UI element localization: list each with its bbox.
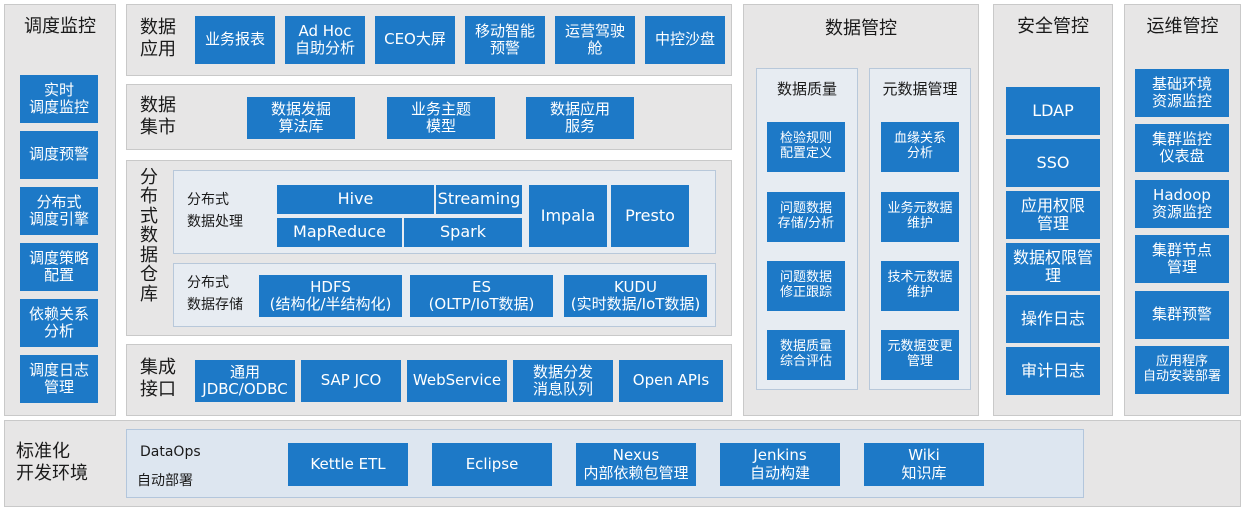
security-sso: SSO — [1006, 139, 1100, 187]
data-quality-storage: 问题数据 存储/分析 — [767, 192, 845, 242]
security-audit-log: 审计日志 — [1006, 347, 1100, 395]
scheduling-title: 调度监控 — [24, 16, 96, 37]
devenv-deploy: 自动部署 — [137, 473, 193, 489]
ops-cluster-dashboard: 集群监控 仪表盘 — [1135, 124, 1229, 172]
data-quality-tracking: 问题数据 修正跟踪 — [767, 261, 845, 311]
data-governance-title: 数据管控 — [825, 18, 897, 39]
data-app-business-report: 业务报表 — [195, 16, 275, 64]
data-mart-subject-model: 业务主题 模型 — [387, 97, 495, 139]
integration-sap-jco: SAP JCO — [301, 360, 401, 402]
data-mart-mining: 数据发掘 算法库 — [247, 97, 355, 139]
warehouse-es: ES (OLTP/IoT数据) — [410, 275, 553, 317]
data-app-sandbox: 中控沙盘 — [645, 16, 725, 64]
warehouse-title: 分 布 式 数 据 仓 库 — [140, 167, 158, 305]
ops-title: 运维管控 — [1146, 16, 1219, 37]
data-mart-app-service: 数据应用 服务 — [526, 97, 634, 139]
devenv-eclipse: Eclipse — [432, 443, 552, 486]
data-app-mobile-alert: 移动智能 预警 — [465, 16, 545, 64]
data-mart-title: 数据 集市 — [140, 95, 176, 138]
warehouse-processing-label: 分布式 数据处理 — [187, 192, 243, 230]
ops-env-monitor: 基础环境 资源监控 — [1135, 69, 1229, 117]
data-quality-evaluation: 数据质量 综合评估 — [767, 330, 845, 380]
ops-hadoop-monitor: Hadoop 资源监控 — [1135, 180, 1229, 228]
warehouse-storage-label: 分布式 数据存储 — [187, 275, 243, 313]
security-operation-log: 操作日志 — [1006, 295, 1100, 343]
data-app-title: 数据 应用 — [140, 17, 176, 60]
scheduling-realtime-monitor: 实时 调度监控 — [20, 75, 98, 123]
data-app-adhoc: Ad Hoc 自助分析 — [285, 16, 365, 64]
devenv-wiki: Wiki 知识库 — [864, 443, 984, 486]
warehouse-spark: Spark — [404, 218, 522, 247]
warehouse-mapreduce: MapReduce — [277, 218, 402, 247]
warehouse-hive: Hive — [277, 185, 434, 214]
devenv-nexus: Nexus 内部依赖包管理 — [576, 443, 696, 486]
ops-node-management: 集群节点 管理 — [1135, 235, 1229, 283]
integration-open-apis: Open APIs — [619, 360, 723, 402]
devenv-jenkins: Jenkins 自动构建 — [720, 443, 840, 486]
scheduling-alert: 调度预警 — [20, 131, 98, 179]
data-app-cockpit: 运营驾驶 舱 — [555, 16, 635, 64]
devenv-title: 标准化 开发环境 — [16, 441, 88, 484]
integration-jdbc: 通用 JDBC/ODBC — [195, 360, 295, 402]
warehouse-impala: Impala — [529, 185, 607, 247]
scheduling-policy: 调度策略 配置 — [20, 243, 98, 291]
metadata-title: 元数据管理 — [882, 80, 958, 98]
integration-webservice: WebService — [407, 360, 507, 402]
scheduling-dependency: 依赖关系 分析 — [20, 299, 98, 347]
warehouse-streaming: Streaming — [436, 185, 522, 214]
metadata-change: 元数据变更 管理 — [881, 330, 959, 380]
metadata-technical: 技术元数据 维护 — [881, 261, 959, 311]
warehouse-kudu: KUDU (实时数据/IoT数据) — [564, 275, 707, 317]
metadata-lineage: 血缘关系 分析 — [881, 122, 959, 172]
security-ldap: LDAP — [1006, 87, 1100, 135]
ops-auto-deploy: 应用程序 自动安装部署 — [1135, 346, 1229, 394]
security-title: 安全管控 — [1017, 16, 1089, 37]
scheduling-log: 调度日志 管理 — [20, 355, 98, 403]
data-app-ceo-screen: CEO大屏 — [375, 16, 455, 64]
warehouse-hdfs: HDFS (结构化/半结构化) — [259, 275, 402, 317]
devenv-dataops: DataOps — [140, 444, 201, 460]
metadata-business: 业务元数据 维护 — [881, 192, 959, 242]
security-app-permission: 应用权限 管理 — [1006, 191, 1100, 239]
scheduling-engine: 分布式 调度引擎 — [20, 187, 98, 235]
ops-cluster-alert: 集群预警 — [1135, 291, 1229, 339]
integration-title: 集成 接口 — [140, 357, 176, 400]
devenv-kettle: Kettle ETL — [288, 443, 408, 486]
data-quality-title: 数据质量 — [776, 80, 837, 98]
data-quality-rules: 检验规则 配置定义 — [767, 122, 845, 172]
security-data-permission: 数据权限管 理 — [1006, 243, 1100, 291]
integration-mq: 数据分发 消息队列 — [513, 360, 613, 402]
warehouse-presto: Presto — [611, 185, 689, 247]
